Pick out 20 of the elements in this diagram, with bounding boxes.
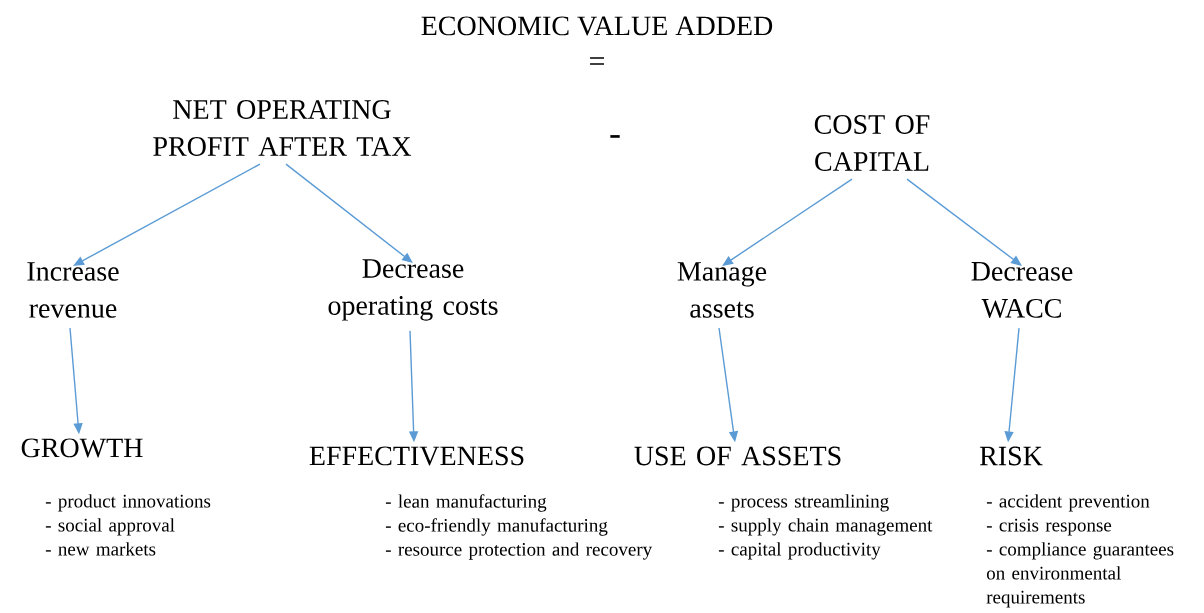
title: ECONOMIC VALUE ADDED bbox=[421, 16, 773, 36]
operator-sign: - bbox=[610, 135, 620, 138]
term-text: GROWTH bbox=[21, 438, 143, 458]
bullet-list: - lean manufacturing - eco-friendly manufacturing - resource protection and recovery bbox=[385, 494, 653, 560]
term-text: USE OF ASSETS bbox=[634, 446, 841, 466]
arrow bbox=[906, 178, 1022, 266]
term-text: RISK bbox=[979, 446, 1043, 466]
bullet-list: - product innovations - social approval - new markets bbox=[45, 494, 211, 556]
arrow bbox=[73, 163, 261, 266]
term-text: EFFECTIVENESS bbox=[309, 446, 524, 466]
term-text: Increase revenue bbox=[27, 262, 119, 318]
term-text: Manage assets bbox=[677, 262, 767, 318]
arrow bbox=[722, 178, 853, 266]
bullet-list: - process streamlining - supply chain management - capital productivity bbox=[718, 494, 933, 560]
term-text: NET OPERATING PROFIT AFTER TAX bbox=[153, 100, 412, 156]
term-text: Decrease operating costs bbox=[328, 259, 498, 321]
term-text: Decrease WACC bbox=[971, 262, 1073, 318]
operator-sign: = bbox=[590, 57, 604, 65]
term-text: COST OF CAPITAL bbox=[814, 115, 930, 171]
bullet-list: - accident prevention - crisis response - compliance guarantees on environmental requirements bbox=[986, 494, 1174, 608]
